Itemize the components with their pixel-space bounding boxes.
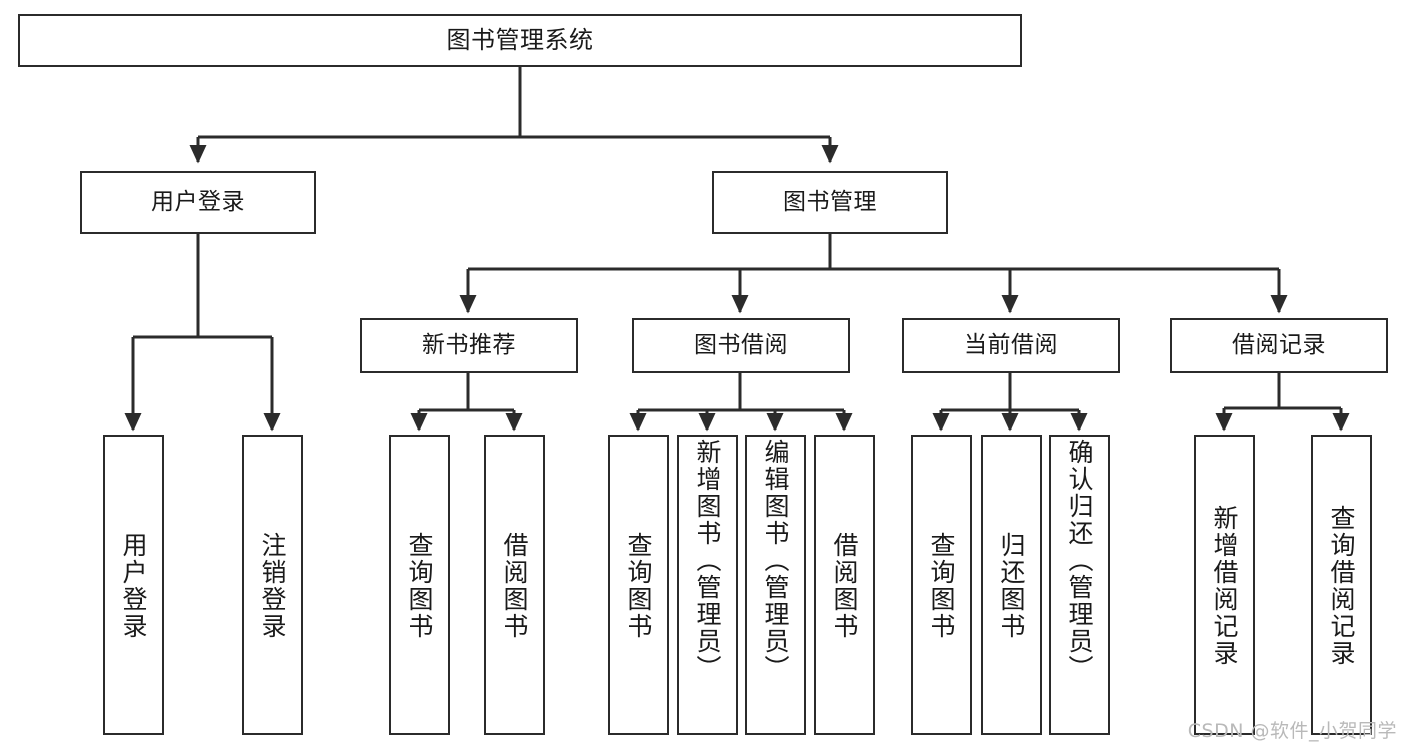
node-leaf-add-book-admin-label: 新增图书（管理员） — [693, 439, 722, 682]
node-borrow-record-label: 借阅记录 — [1232, 331, 1326, 358]
node-leaf-add-borrow-record[interactable]: 新增借阅记录 — [1194, 435, 1255, 735]
node-leaf-borrow-book[interactable]: 借阅图书 — [814, 435, 875, 735]
node-leaf-query-book-current[interactable]: 查询图书 — [911, 435, 972, 735]
node-leaf-return-book-label: 归还图书 — [997, 532, 1026, 640]
node-leaf-borrow-book-recommend[interactable]: 借阅图书 — [484, 435, 545, 735]
node-book-borrow-label: 图书借阅 — [694, 331, 788, 358]
node-leaf-borrow-book-label: 借阅图书 — [830, 532, 859, 640]
node-current-borrow[interactable]: 当前借阅 — [902, 318, 1120, 373]
vertical-text-wrap: 新增借阅记录 — [1196, 439, 1253, 733]
node-root[interactable]: 图书管理系统 — [18, 14, 1022, 67]
vertical-text-wrap: 用户登录 — [105, 439, 162, 733]
watermark: CSDN @软件_小贺同学 — [1187, 720, 1397, 742]
node-leaf-query-borrow-record[interactable]: 查询借阅记录 — [1311, 435, 1372, 735]
node-new-book-recommend[interactable]: 新书推荐 — [360, 318, 578, 373]
node-leaf-user-login[interactable]: 用户登录 — [103, 435, 164, 735]
vertical-text-wrap: 查询图书 — [913, 439, 970, 733]
node-leaf-confirm-return-admin-label: 确认归还（管理员） — [1065, 439, 1094, 682]
node-leaf-query-borrow-record-label: 查询借阅记录 — [1327, 505, 1356, 667]
node-leaf-add-borrow-record-label: 新增借阅记录 — [1210, 505, 1239, 667]
node-leaf-edit-book-admin[interactable]: 编辑图书（管理员） — [745, 435, 806, 735]
vertical-text-wrap: 查询借阅记录 — [1313, 439, 1370, 733]
node-leaf-edit-book-admin-label: 编辑图书（管理员） — [761, 439, 790, 682]
node-leaf-add-book-admin[interactable]: 新增图书（管理员） — [677, 435, 738, 735]
vertical-text-wrap: 新增图书（管理员） — [679, 439, 736, 733]
node-leaf-logout[interactable]: 注销登录 — [242, 435, 303, 735]
node-book-management[interactable]: 图书管理 — [712, 171, 948, 234]
vertical-text-wrap: 编辑图书（管理员） — [747, 439, 804, 733]
node-leaf-return-book[interactable]: 归还图书 — [981, 435, 1042, 735]
vertical-text-wrap: 查询图书 — [610, 439, 667, 733]
node-borrow-record[interactable]: 借阅记录 — [1170, 318, 1388, 373]
node-book-management-label: 图书管理 — [783, 188, 877, 215]
node-user-login-label: 用户登录 — [151, 188, 245, 215]
node-current-borrow-label: 当前借阅 — [964, 331, 1058, 358]
node-root-label: 图书管理系统 — [446, 26, 594, 55]
vertical-text-wrap: 借阅图书 — [816, 439, 873, 733]
node-leaf-user-login-label: 用户登录 — [119, 532, 148, 640]
node-leaf-query-book-recommend-label: 查询图书 — [405, 532, 434, 640]
node-user-login[interactable]: 用户登录 — [80, 171, 316, 234]
node-leaf-confirm-return-admin[interactable]: 确认归还（管理员） — [1049, 435, 1110, 735]
node-book-borrow[interactable]: 图书借阅 — [632, 318, 850, 373]
node-leaf-query-book[interactable]: 查询图书 — [608, 435, 669, 735]
vertical-text-wrap: 借阅图书 — [486, 439, 543, 733]
node-new-book-recommend-label: 新书推荐 — [422, 331, 516, 358]
vertical-text-wrap: 注销登录 — [244, 439, 301, 733]
vertical-text-wrap: 归还图书 — [983, 439, 1040, 733]
vertical-text-wrap: 确认归还（管理员） — [1051, 439, 1108, 733]
node-leaf-query-book-recommend[interactable]: 查询图书 — [389, 435, 450, 735]
node-leaf-borrow-book-recommend-label: 借阅图书 — [500, 532, 529, 640]
node-leaf-query-book-label: 查询图书 — [624, 532, 653, 640]
node-leaf-query-book-current-label: 查询图书 — [927, 532, 956, 640]
vertical-text-wrap: 查询图书 — [391, 439, 448, 733]
node-leaf-logout-label: 注销登录 — [258, 532, 287, 640]
